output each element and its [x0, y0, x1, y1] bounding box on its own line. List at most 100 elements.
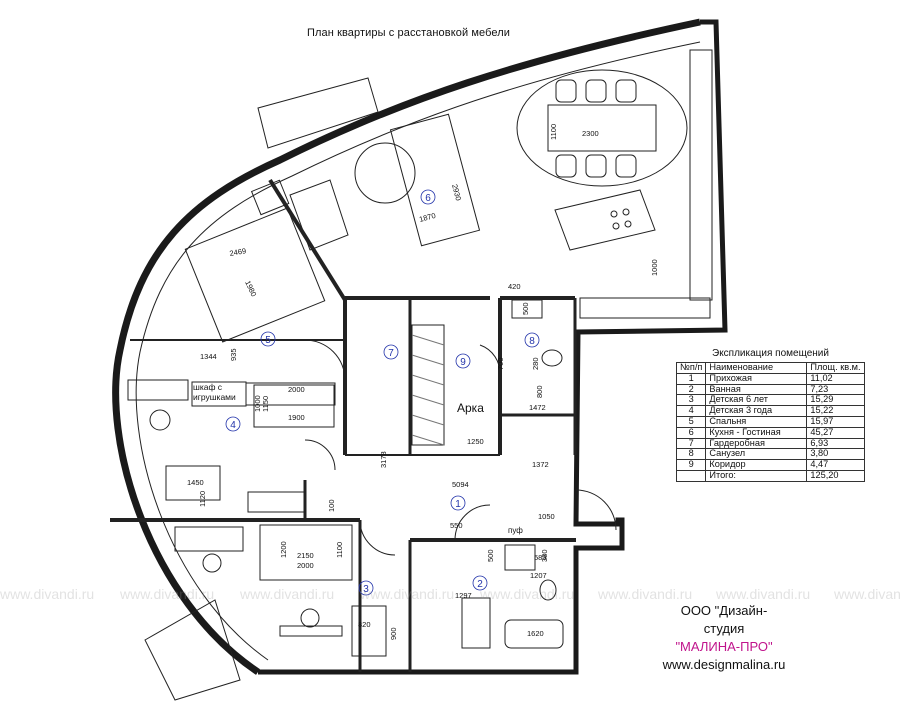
room-number-4: 4: [230, 420, 236, 431]
watermark: www.divandi.ru: [480, 586, 575, 602]
kids-bed-3: [259, 524, 353, 581]
svg-text:1620: 1620: [527, 629, 544, 638]
company-brand: "МАЛИНА-ПРО": [675, 639, 773, 654]
watermark: www.divandi.ru: [834, 586, 900, 602]
table-cell: 9: [675, 459, 707, 471]
svg-text:500: 500: [486, 549, 495, 562]
svg-text:2930: 2930: [450, 183, 463, 201]
svg-text:380: 380: [540, 549, 549, 562]
table-cell: Кухня - Гостиная: [705, 426, 808, 439]
svg-text:1200: 1200: [279, 541, 288, 558]
svg-text:2150: 2150: [297, 551, 314, 560]
room-number-8: 8: [529, 336, 535, 347]
table-cell: 15,22: [806, 405, 865, 417]
outer-wall-right: [258, 19, 728, 675]
svg-text:1120: 1120: [198, 491, 207, 507]
svg-text:900: 900: [389, 627, 398, 640]
watermark: www.divandi.ru: [120, 586, 215, 602]
pouf-label: пуф: [508, 526, 523, 535]
svg-text:1980: 1980: [243, 279, 258, 298]
room-number-7: 7: [388, 348, 394, 359]
svg-text:500: 500: [521, 302, 530, 315]
svg-text:1207: 1207: [530, 571, 547, 580]
table-cell: Детская 6 лет: [705, 394, 808, 407]
table-cell: 6,93: [806, 437, 865, 450]
table-cell: 4: [675, 405, 707, 417]
svg-text:5094: 5094: [452, 480, 469, 489]
svg-text:550: 550: [450, 521, 463, 530]
table-cell: 11,02: [806, 372, 865, 385]
watermark: www.divandi.ru: [598, 586, 693, 602]
table-cell: Прихожая: [705, 372, 808, 385]
table-cell: [675, 469, 707, 482]
svg-text:2000: 2000: [288, 385, 305, 394]
table-cell: Гардеробная: [705, 437, 808, 450]
svg-text:1100: 1100: [549, 124, 558, 140]
table-cell: 1: [675, 372, 707, 385]
svg-text:1000: 1000: [253, 395, 262, 412]
svg-text:2000: 2000: [297, 561, 314, 570]
round-table: [354, 142, 416, 204]
table-cell: Коридор: [705, 459, 808, 471]
company-website[interactable]: www.designmalina.ru: [662, 657, 786, 672]
room-number-5: 5: [265, 335, 271, 346]
watermark: www.divandi.ru: [0, 586, 95, 602]
kitchen-island: [554, 189, 656, 251]
svg-text:1050: 1050: [538, 512, 555, 521]
svg-text:2469: 2469: [229, 246, 247, 258]
table-cell: 45,27: [806, 426, 865, 439]
table-cell: 4,47: [806, 459, 865, 471]
watermark: www.divandi.ru: [240, 586, 335, 602]
kids-bed-4: [253, 384, 335, 428]
table-header-row: №п/п Наименование Площ. кв.м.: [675, 362, 865, 374]
table-cell: Спальня: [705, 415, 808, 428]
svg-text:700: 700: [496, 357, 505, 370]
table-cell: 125,20: [806, 469, 865, 482]
svg-text:420: 420: [508, 282, 521, 291]
bed: [184, 207, 326, 343]
header-cell: №п/п: [675, 362, 707, 374]
svg-text:583: 583: [534, 553, 547, 562]
svg-text:1250: 1250: [467, 437, 484, 446]
arch-label: Арка: [457, 401, 484, 415]
header-cell: Наименование: [705, 362, 808, 374]
door-arc: [304, 339, 346, 381]
table-cell: 8: [675, 448, 707, 461]
bathtub: [504, 619, 564, 649]
room-number-marker: [420, 189, 436, 205]
company-block: ООО "Дизайн-студия "МАЛИНА-ПРО" www.desi…: [662, 602, 786, 674]
rug: [389, 113, 481, 247]
svg-text:1100: 1100: [335, 542, 344, 558]
svg-text:800: 800: [535, 385, 544, 398]
table-cell: 15,97: [806, 415, 865, 428]
svg-text:1000: 1000: [650, 259, 659, 276]
table-cell: 15,29: [806, 394, 865, 407]
svg-text:1900: 1900: [288, 413, 305, 422]
table-cell: 3,80: [806, 448, 865, 461]
table-cell: 6: [675, 426, 707, 439]
svg-text:3178: 3178: [379, 451, 388, 468]
dining-chairs: [555, 79, 637, 178]
watermark: www.divandi.ru: [716, 586, 811, 602]
table-cell: 7,23: [806, 383, 865, 396]
table-cell: Ванная: [705, 383, 808, 396]
plan-title: План квартиры с расстановкой мебели: [307, 27, 511, 39]
svg-text:820: 820: [358, 620, 371, 629]
watermark: www.divandi.ru: [360, 586, 455, 602]
svg-text:935: 935: [229, 348, 238, 361]
svg-text:1344: 1344: [200, 352, 217, 361]
svg-text:1372: 1372: [532, 460, 549, 469]
svg-text:1450: 1450: [187, 478, 204, 487]
toys-cabinet-label: шкаф с игрушками: [193, 382, 236, 402]
table-cell: Детская 3 года: [705, 405, 808, 417]
company-name: ООО "Дизайн-студия: [680, 603, 768, 636]
